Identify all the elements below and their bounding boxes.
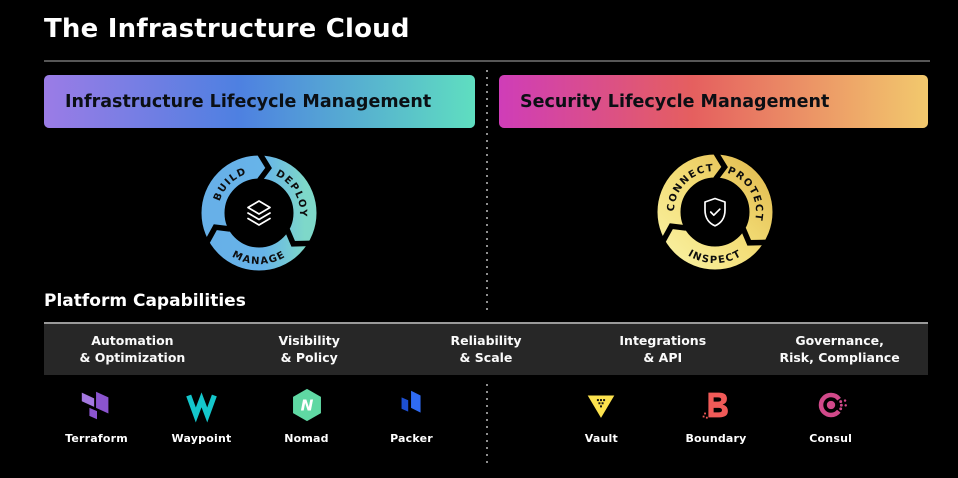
product-label: Waypoint	[171, 432, 232, 445]
product-nomad: N Nomad	[254, 386, 359, 445]
product-waypoint: Waypoint	[149, 386, 254, 445]
capability-line: Risk, Compliance	[779, 349, 900, 365]
slm-banner-label: Security Lifecycle Management	[520, 91, 830, 112]
cycle-arrow-notch	[284, 228, 310, 247]
consul-logo-icon	[818, 392, 847, 418]
product-label: Terraform	[65, 432, 128, 445]
cycle-arrow-notch	[740, 227, 766, 246]
slm-cycle-diagram: CONNECT PROTECT INSPECT	[657, 151, 773, 270]
product-packer: Packer	[359, 386, 464, 445]
capability-line: & Policy	[280, 349, 338, 365]
ilm-products-row: Terraform Waypoint N Nomad Packer	[44, 386, 464, 445]
capability-line: Integrations	[619, 333, 707, 348]
product-label: Nomad	[284, 432, 329, 445]
capability-line: & API	[643, 349, 683, 365]
boundary-logo-icon	[702, 392, 728, 419]
svg-text:N: N	[300, 397, 313, 415]
slm-products-row: Vault Boundary	[544, 386, 888, 445]
packer-logo-icon	[401, 390, 421, 413]
layers-icon	[247, 200, 271, 226]
product-consul: Consul	[773, 386, 888, 445]
terraform-logo-icon	[81, 391, 108, 420]
capability-line: Reliability	[450, 333, 522, 348]
capability-integrations-api: Integrations & API	[574, 333, 751, 366]
ilm-cycle-ring	[201, 155, 317, 271]
product-label: Boundary	[685, 432, 747, 445]
product-label: Packer	[390, 432, 433, 445]
page-title: The Infrastructure Cloud	[44, 14, 410, 44]
cycle-arrow-notch	[204, 224, 231, 243]
shield-check-icon	[704, 197, 726, 227]
product-label: Vault	[584, 432, 618, 445]
section-divider-dotted-lower	[486, 384, 488, 468]
capability-line: Governance,	[795, 333, 884, 348]
capability-governance-risk-compliance: Governance, Risk, Compliance	[751, 333, 928, 366]
cycle-arrow-notch	[257, 152, 272, 182]
vault-logo-icon	[588, 395, 615, 418]
capability-visibility-policy: Visibility & Policy	[221, 333, 398, 366]
nomad-logo-icon: N	[292, 388, 321, 422]
cycle-arrow-notch	[713, 151, 728, 181]
waypoint-logo-icon	[185, 392, 217, 423]
title-divider	[44, 60, 930, 62]
capability-line: & Optimization	[79, 349, 186, 365]
ilm-banner: Infrastructure Lifecycle Management	[44, 75, 475, 128]
section-divider-dotted-upper	[486, 70, 488, 310]
capabilities-bar: Automation & Optimization Visibility & P…	[44, 322, 928, 375]
slm-cycle-ring	[657, 154, 773, 270]
capability-automation-optimization: Automation & Optimization	[44, 333, 221, 366]
capability-line: Visibility	[278, 333, 340, 348]
capability-reliability-scale: Reliability & Scale	[398, 333, 575, 366]
ilm-cycle-diagram: BUILD DEPLOY MANAGE	[201, 152, 317, 271]
ilm-banner-label: Infrastructure Lifecycle Management	[65, 91, 432, 112]
product-terraform: Terraform	[44, 386, 149, 445]
product-vault: Vault	[544, 386, 659, 445]
capability-line: & Scale	[459, 349, 513, 365]
product-boundary: Boundary	[659, 386, 774, 445]
capability-line: Automation	[91, 333, 174, 348]
cycle-arrow-notch	[660, 223, 687, 242]
product-label: Consul	[809, 432, 853, 445]
slm-banner: Security Lifecycle Management	[499, 75, 928, 128]
platform-capabilities-heading: Platform Capabilities	[44, 291, 246, 311]
